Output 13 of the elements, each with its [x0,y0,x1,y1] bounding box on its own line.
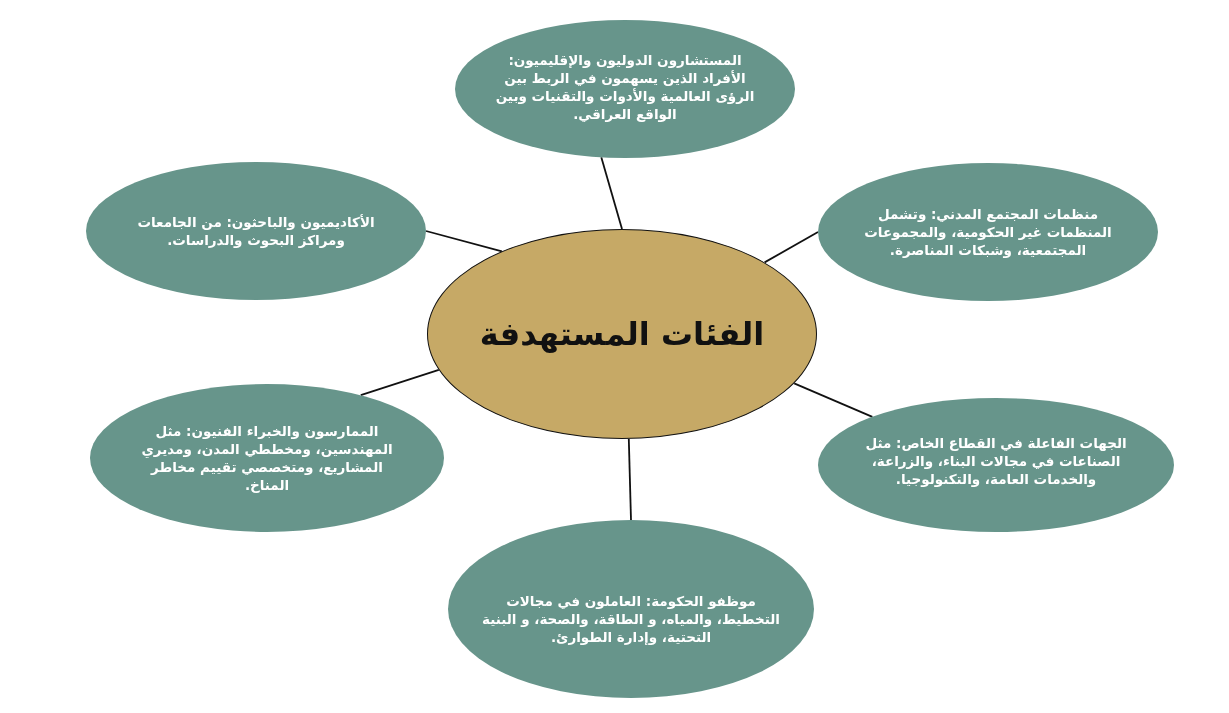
central-title: الفئات المستهدفة [479,315,765,353]
category-text: منظمات المجتمع المدني: وتشمل المنظمات غير الحكومية، والمجموعات المجتمعية، وشبكات المناصرة. [863,204,1113,260]
connector-line [763,231,819,264]
category-text: الجهات الفاعلة في القطاع الخاص: مثل الصناعات في مجالات البناء، والزراعة، والخدمات العامة، والتكنولوجيا. [864,433,1128,489]
category-text: الأكاديميون والباحثون: من الجامعات ومراكز البحوث والدراسات. [136,212,376,250]
connector-line [793,382,874,418]
connector-line [359,369,440,397]
category-text: موظفو الحكومة: العاملون في مجالات التخطيط، والمياه، و الطاقة، والصحة، و البنية التحتية، وإدارة الطوارئ. [481,591,781,647]
category-text: الممارسون والخبراء الفنيون: مثل المهندسين، ومخططي المدن، ومديري المشاريع، ومتخصصي تقييم مخاطر المناخ. [140,421,394,495]
connector-line [600,156,623,230]
connector-line [627,438,632,521]
connector-line [425,230,503,253]
category-text: المستشارون الدوليون والإقليميون: الأفراد الذين يسهمون في الربط بين الرؤى العالمية والأدوات والتقنيات وبين الواقع العراقي. [494,50,756,124]
